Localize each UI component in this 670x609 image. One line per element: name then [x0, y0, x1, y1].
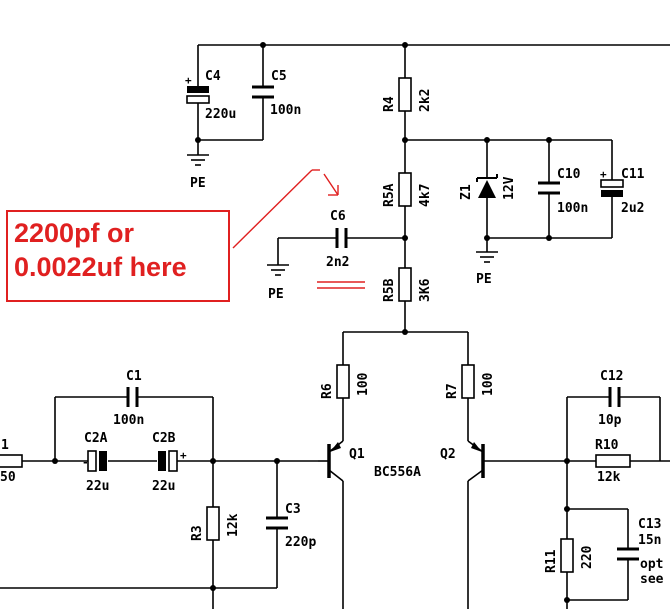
c5-capacitor: C5 100n	[252, 69, 301, 118]
svg-text:see: see	[640, 572, 664, 587]
annotation-line-1: 2200pf or	[14, 218, 135, 248]
svg-text:12k: 12k	[597, 470, 621, 485]
svg-text:opt: opt	[640, 557, 663, 572]
svg-text:220u: 220u	[205, 107, 236, 122]
annotation-arrow	[232, 169, 365, 289]
svg-text:1: 1	[1, 438, 9, 453]
transistor-type-label: BC556A	[374, 465, 421, 480]
ground-icon	[187, 154, 209, 166]
svg-text:C13: C13	[638, 517, 661, 532]
c11-capacitor: + C11 2u2	[600, 167, 645, 216]
svg-text:100: 100	[481, 372, 496, 396]
svg-text:15n: 15n	[638, 533, 661, 548]
r4-resistor: R4 2k2	[382, 77, 433, 112]
annotation-line-2: 0.0022uf here	[14, 252, 187, 282]
wires	[0, 44, 670, 609]
junction-dots	[52, 42, 570, 603]
svg-text:2k2: 2k2	[418, 89, 433, 112]
svg-text:C11: C11	[621, 167, 645, 182]
c1-capacitor: C1 100n	[113, 369, 144, 428]
r1-resistor: 1 50	[0, 438, 23, 485]
svg-text:R5B: R5B	[382, 278, 397, 302]
svg-text:R5A: R5A	[382, 183, 397, 207]
q1-label: Q1	[349, 447, 365, 462]
q2-transistor	[467, 440, 485, 482]
r5b-resistor: R5B 3K6	[382, 267, 433, 302]
svg-text:C1: C1	[126, 369, 142, 384]
svg-text:C4: C4	[205, 69, 221, 84]
svg-text:R3: R3	[190, 525, 205, 541]
annotation-callout: 2200pf or 0.0022uf here	[6, 210, 230, 302]
svg-text:R4: R4	[382, 96, 397, 112]
svg-text:C3: C3	[285, 502, 301, 517]
svg-text:100: 100	[356, 372, 371, 396]
svg-text:3K6: 3K6	[418, 278, 433, 302]
svg-text:12V: 12V	[502, 176, 517, 200]
c2b-capacitor: + C2B 22u	[152, 431, 187, 494]
svg-text:4k7: 4k7	[418, 184, 433, 207]
pe-label: PE	[268, 287, 284, 302]
q1-transistor	[327, 440, 344, 482]
svg-text:100n: 100n	[113, 413, 144, 428]
svg-text:220: 220	[580, 545, 595, 569]
svg-text:C12: C12	[600, 369, 623, 384]
svg-text:R11: R11	[544, 549, 559, 573]
r5a-resistor: R5A 4k7	[382, 172, 433, 207]
svg-text:100n: 100n	[557, 201, 588, 216]
r6-resistor: R6 100	[320, 364, 371, 399]
c4-capacitor: + C4 220u	[185, 69, 236, 122]
c2a-capacitor: - C2A 22u	[82, 431, 109, 494]
svg-text:2n2: 2n2	[326, 255, 349, 270]
c10-capacitor: C10 100n	[538, 167, 588, 216]
c12-capacitor: C12 10p	[598, 369, 623, 428]
svg-text:R10: R10	[595, 438, 619, 453]
pe-label: PE	[190, 176, 206, 191]
svg-text:C5: C5	[271, 69, 287, 84]
svg-text:+: +	[180, 449, 187, 462]
svg-text:C2B: C2B	[152, 431, 176, 446]
r3-resistor: R3 12k	[190, 506, 241, 541]
svg-text:C2A: C2A	[84, 431, 108, 446]
svg-text:-: -	[82, 456, 89, 469]
svg-text:R7: R7	[445, 383, 460, 399]
c13-capacitor: C13 15n opt see	[617, 517, 664, 587]
svg-text:R6: R6	[320, 383, 335, 399]
svg-text:2u2: 2u2	[621, 201, 644, 216]
r11-resistor: R11 220	[544, 538, 595, 573]
svg-text:10p: 10p	[598, 413, 622, 428]
svg-text:+: +	[185, 74, 192, 87]
q2-label: Q2	[440, 447, 456, 462]
svg-text:220p: 220p	[285, 535, 316, 550]
svg-text:12k: 12k	[226, 513, 241, 537]
ground-icon	[476, 251, 498, 263]
c3-capacitor: C3 220p	[266, 502, 316, 550]
ground-icon	[267, 264, 289, 276]
r7-resistor: R7 100	[445, 364, 496, 399]
svg-text:22u: 22u	[152, 479, 175, 494]
r10-resistor: R10 12k	[595, 438, 631, 485]
svg-text:50: 50	[0, 470, 16, 485]
z1-zener-diode: Z1 12V	[459, 174, 517, 200]
svg-text:22u: 22u	[86, 479, 109, 494]
c6-capacitor: C6 2n2	[326, 209, 349, 270]
svg-text:+: +	[600, 168, 607, 181]
pe-label: PE	[476, 272, 492, 287]
svg-text:C10: C10	[557, 167, 581, 182]
svg-text:Z1: Z1	[459, 184, 474, 200]
svg-text:100n: 100n	[270, 103, 301, 118]
svg-text:C6: C6	[330, 209, 346, 224]
